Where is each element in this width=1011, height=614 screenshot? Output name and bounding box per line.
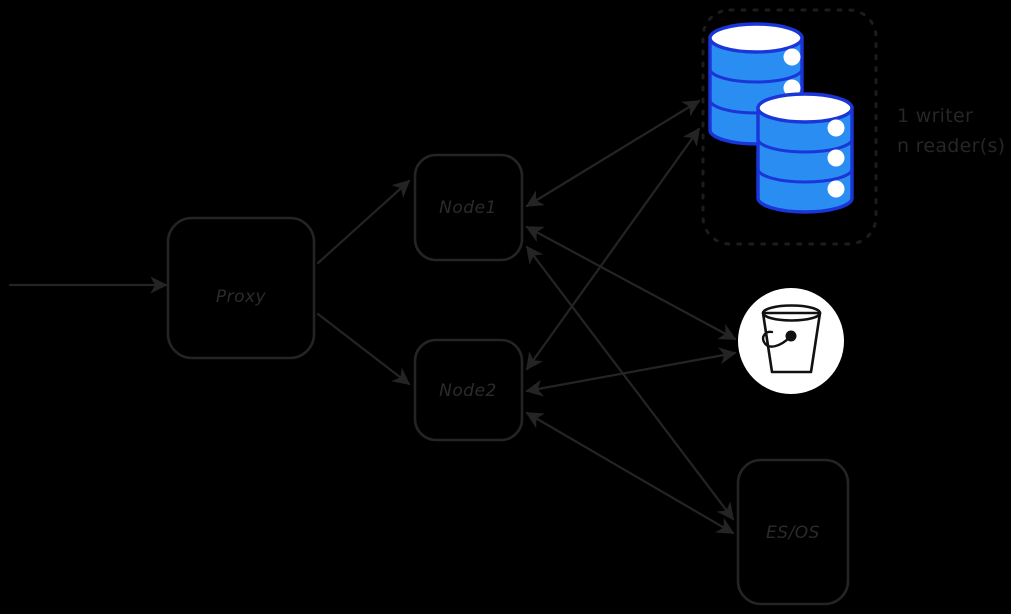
node2-box[interactable] [413,338,524,442]
edge-node1-database [525,99,701,208]
edge-node2-esos [525,411,735,535]
db-front-band-2 [756,168,854,184]
db-front-status-dot-2 [827,149,845,167]
node2-label: Node2 [439,381,497,401]
node-esos[interactable]: ES/OS [736,458,850,606]
db-front-status-dot-1 [827,119,845,137]
db-back-status-dot-1 [783,48,801,66]
esos-label: ES/OS [766,523,820,543]
bucket-rim-icon [761,304,822,322]
db-back-top [708,22,804,54]
db-back-band-1 [708,68,804,84]
edge-proxy-to-node2 [316,312,411,386]
bucket-handle-icon [761,330,792,348]
esos-box[interactable] [736,458,850,606]
node1-box[interactable] [413,153,524,262]
edge-node2-database [525,127,701,371]
database-group[interactable]: 1 writer n reader(s) [701,8,1005,246]
database-annotation-line-2: n reader(s) [897,135,1005,157]
proxy-box[interactable] [166,216,316,360]
node-node2[interactable]: Node2 [413,338,524,442]
db-back-status-dot-2 [783,79,801,97]
database-cylinder-reader[interactable] [756,92,854,214]
db-front-top [756,92,854,124]
edge-node1-esos [525,245,735,521]
node1-label: Node1 [439,198,497,218]
node-node1[interactable]: Node1 [413,153,524,262]
edge-node1-bucket [525,225,737,341]
db-front-status-dot-3 [827,180,845,198]
db-front-band-1 [756,138,854,154]
node-proxy[interactable]: Proxy [166,216,316,360]
edge-proxy-to-node1 [316,179,411,265]
bucket-icon [761,311,822,374]
bucket-handle-knob-icon [785,330,797,342]
object-storage-bucket[interactable] [738,288,844,394]
database-dashed-container [701,8,878,246]
proxy-label: Proxy [216,287,267,307]
database-annotation-line-1: 1 writer [897,105,973,127]
edges-layer [8,99,737,535]
